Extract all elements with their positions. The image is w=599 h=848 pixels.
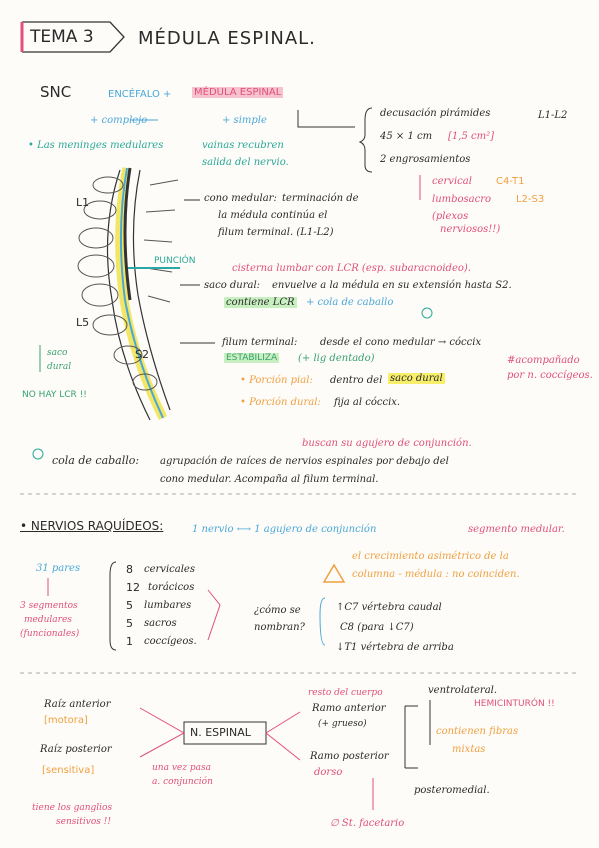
rule-2: C8 (para ↓C7) — [340, 622, 414, 633]
motora: [motora] — [44, 715, 88, 726]
pial-desc: dentro del — [330, 375, 383, 386]
count-2: 5 — [126, 599, 133, 612]
porcion-dural: • Porción dural: — [240, 397, 321, 408]
plexos-2: nerviosos!!) — [440, 224, 501, 235]
lig-dentado: (+ lig dentado) — [298, 353, 375, 364]
page-title: MÉDULA ESPINAL. — [138, 28, 316, 49]
estabiliza: ESTABILIZA — [224, 353, 280, 363]
porcion-pial: • Porción pial: — [240, 375, 313, 386]
saco-desc: envuelve a la médula en su extensión has… — [272, 280, 512, 291]
grueso: (+ grueso) — [318, 719, 367, 729]
cola-l2: cono medular. Acompaña al filum terminal… — [160, 474, 379, 485]
vainas: vainas recubren — [202, 140, 284, 151]
segmento-medular: segmento medular. — [468, 524, 565, 535]
cervical: cervical — [432, 176, 472, 187]
contienen-2: mixtas — [452, 744, 486, 755]
region-0: cervicales — [144, 564, 195, 575]
medula-highlight: MÉDULA ESPINAL — [192, 87, 284, 98]
snc-label: SNC — [40, 83, 72, 101]
filum-label: filum terminal: — [222, 337, 298, 348]
encefalo: ENCÉFALO + — [108, 89, 172, 100]
resto-cuerpo: resto del cuerpo — [308, 688, 383, 698]
decusacion-level: L1-L2 — [538, 110, 568, 121]
pares: 31 pares — [36, 563, 81, 574]
cono-l1: terminación de — [282, 193, 359, 204]
hemicinturon: HEMICINTURÓN !! — [474, 699, 555, 709]
region-2: lumbares — [144, 600, 192, 611]
sensitiva: [sensitiva] — [42, 765, 95, 776]
simple: + simple — [222, 115, 267, 126]
saco-side: saco — [47, 348, 68, 358]
ramo-anterior: Ramo anterior — [312, 703, 386, 714]
engrosamientos: 2 engrosamientos — [380, 154, 471, 165]
seg-3: (funcionales) — [20, 629, 80, 639]
cola-ref: + cola de caballo — [306, 297, 394, 308]
saco-label: saco dural: — [204, 280, 261, 291]
cono-l3: filum terminal. (L1-L2) — [218, 227, 334, 238]
nervios-title: • NERVIOS RAQUÍDEOS: — [20, 519, 164, 533]
raiz-anterior: Raíz anterior — [44, 699, 111, 710]
region-3: sacros — [144, 618, 177, 629]
st-facetario: ∅ St. facetario — [330, 818, 405, 829]
posteromedial: posteromedial. — [414, 785, 490, 796]
filum-desc: desde el cono medular → cóccix — [320, 337, 482, 348]
como-1: ¿cómo se — [254, 605, 301, 616]
warn-2: columna - médula : no coinciden. — [352, 569, 520, 580]
count-0: 8 — [126, 563, 133, 576]
contienen-1: contienen fibras — [436, 726, 519, 737]
dural-desc: fija al cóccix. — [334, 397, 401, 408]
rule-1: ↑C7 vértebra caudal — [336, 602, 442, 613]
count-1: 12 — [126, 581, 140, 594]
salida: salida del nervio. — [202, 157, 289, 168]
tiene-1: tiene los ganglios — [32, 803, 113, 813]
saco-dural-hl: saco dural — [388, 373, 445, 384]
tema-label: TEMA 3 — [30, 27, 94, 47]
seg-2: medulares — [24, 615, 72, 625]
spine-illustration — [77, 167, 179, 421]
size-area: [1,5 cm²] — [448, 131, 494, 142]
decusacion: decusación pirámides — [380, 108, 491, 119]
dorso: dorso — [314, 767, 343, 778]
size: 45 × 1 cm — [380, 131, 433, 142]
nervios-desc: 1 nervio ⟷ 1 agujero de conjunción — [192, 524, 377, 535]
contiene-lcr: contiene LCR — [224, 297, 297, 308]
cono-l2: la médula continúa el — [218, 210, 328, 221]
count-4: 1 — [126, 635, 133, 648]
label-l1: L1 — [76, 196, 90, 209]
region-4: coccígeos. — [144, 636, 197, 647]
acompanado-2: por n. coccígeos. — [507, 370, 593, 381]
cisterna: cisterna lumbar con LCR (esp. subaracnoi… — [232, 263, 471, 274]
warn-1: el crecimiento asimétrico de la — [352, 551, 509, 562]
raiz-posterior: Raíz posterior — [40, 744, 112, 755]
plexos: (plexos — [432, 211, 469, 222]
label-s2: S2 — [135, 348, 149, 361]
cervical-level: C4-T1 — [496, 176, 525, 187]
ramo-posterior: Ramo posterior — [310, 751, 389, 762]
label-l5: L5 — [76, 316, 90, 329]
cola-label: cola de caballo: — [52, 454, 140, 467]
buscan: buscan su agujero de conjunción. — [302, 438, 472, 449]
no-hay-lcr: NO HAY LCR !! — [22, 390, 87, 400]
n-espinal: N. ESPINAL — [190, 726, 251, 739]
lumbosacro: lumbosacro — [432, 194, 492, 205]
acompanado: #acompañado — [507, 355, 580, 366]
puncion: PUNCIÓN — [154, 256, 196, 266]
vez-1: una vez pasa — [152, 763, 211, 773]
region-1: torácicos — [148, 582, 195, 593]
dural-side: dural — [47, 362, 72, 372]
rule-3: ↓T1 vértebra de arriba — [336, 642, 454, 653]
lumbosacro-level: L2-S3 — [516, 194, 545, 205]
meninges: • Las meninges medulares — [28, 140, 164, 151]
seg-1: 3 segmentos — [20, 601, 78, 611]
vez-2: a. conjunción — [152, 777, 213, 787]
cola-l1: agrupación de raíces de nervios espinale… — [160, 456, 449, 467]
count-3: 5 — [126, 617, 133, 630]
cono-label: cono medular: — [204, 193, 277, 204]
complejo: + complejo — [90, 115, 148, 126]
tiene-2: sensitivos !! — [56, 817, 111, 827]
ventrolateral: ventrolateral. — [428, 685, 498, 696]
como-2: nombran? — [254, 622, 305, 633]
